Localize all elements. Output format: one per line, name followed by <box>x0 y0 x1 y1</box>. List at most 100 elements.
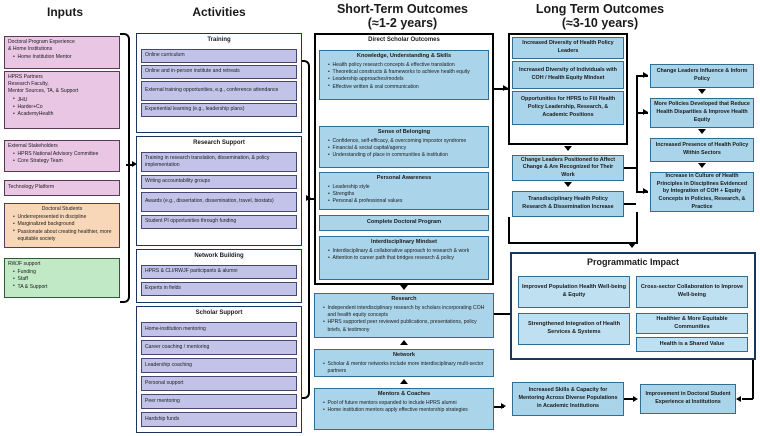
short-term-box-title: Sense of Belonging <box>377 129 431 135</box>
input-title-line: HPRS Partners <box>8 74 43 80</box>
short-term-box-research: Research Independent interdisciplinary r… <box>314 293 494 338</box>
input-bullet: HPRS National Advisory Committee <box>13 151 116 158</box>
activity-item-label: Peer mentoring <box>145 397 180 404</box>
change-leaders-out <box>624 167 636 169</box>
short-term-box-network: Network Scholar & mentor networks includ… <box>314 349 494 377</box>
short-term-box-title: Mentors & Coaches <box>377 391 431 397</box>
feedback-loop-arrow <box>736 396 741 402</box>
long-term-box-title: Opportunities for HPRS to Fill Health Po… <box>520 96 616 118</box>
input-title-line: Research Faculty, <box>8 81 49 88</box>
activity-item: Experiential learning (e.g., leadership … <box>141 103 297 117</box>
activity-item: Career coaching / mentoring <box>141 340 297 355</box>
input-title-line: Doctoral Program Experience <box>8 39 75 45</box>
impact-box-title: Health is a Shared Value <box>659 340 725 347</box>
activity-item-label: Online and in-person institute and retre… <box>145 68 240 75</box>
long-term-box-transdisciplinary-research: Transdisciplinary Health Policy Research… <box>512 191 624 217</box>
activity-item-label: Awards (e.g., dissertation, disseminatio… <box>145 198 274 205</box>
activity-item: Home-institution mentoring <box>141 322 297 337</box>
short-term-box-interdisciplinary-mindset: Interdisciplinary Mindset Interdisciplin… <box>319 236 489 280</box>
feedback-loop-horizontal <box>742 398 753 400</box>
short-term-box-title: Personal Awareness <box>376 175 432 181</box>
activity-group-label-network-building: Network Building <box>194 253 244 259</box>
programmatic-impact-title: Programmatic Impact <box>586 257 680 267</box>
activity-item-label: Training in research translation, dissem… <box>145 154 270 168</box>
column-header-short-term: Short-Term Outcomes (≈1-2 years) <box>305 2 500 31</box>
mentors-to-bottom-arrow <box>501 403 506 409</box>
bottom-box-title: Improvement in Doctoral Student Experien… <box>645 391 731 405</box>
short-term-bullet: Home institution mentors apply effective… <box>323 407 490 414</box>
activity-item: Experts in fields <box>141 282 297 296</box>
activity-item-label: HPRS & CLI/RWJF participants & alumni <box>145 268 238 275</box>
impact-box-improved-population-health: Improved Population Health Well-being & … <box>518 276 630 308</box>
activity-item-label: Leadership coaching <box>145 361 193 368</box>
activity-item: External training opportunities, e.g., c… <box>141 81 297 101</box>
short-term-bullet: Understanding of place in communities & … <box>328 152 485 159</box>
input-bullet: Marginalized background <box>13 221 116 228</box>
bottom-box-title: Increased Skills & Capacity for Mentorin… <box>518 387 618 409</box>
activity-item: Hardship funds <box>141 412 297 427</box>
input-box-technology-platform: Technology Platform <box>4 180 120 196</box>
short-term-bullet: Attention to career path that bridges re… <box>328 255 485 262</box>
short-term-box-personal-awareness: Personal Awareness Leadership style Stre… <box>319 172 489 210</box>
short-term-bullet: Effective written & oral communication <box>328 83 485 90</box>
short-term-box-knowledge: Knowledge, Understanding & Skills Health… <box>319 50 489 100</box>
long-term-box-increased-diversity-leaders: Increased Diversity of Health Policy Lea… <box>512 37 624 59</box>
long-term-box-title: Increased Presence of Health Policy With… <box>655 142 749 156</box>
activity-item: Student PI opportunities through funding <box>141 215 297 229</box>
activity-item: Online curriculum <box>141 49 297 63</box>
long-term-line2: (≈3-10 years) <box>561 16 639 31</box>
activity-item: Personal support <box>141 376 297 391</box>
input-title-line: External Stakeholders <box>8 143 58 149</box>
impact-box-title: Improved Population Health Well-being & … <box>522 284 627 298</box>
short-term-bullet: Scholar & mentor networks include more i… <box>323 361 490 375</box>
direct-to-research-arrow <box>400 285 408 290</box>
activity-item-label: Experts in fields <box>145 285 181 292</box>
input-bullet: Home Institution Mentor <box>13 54 116 61</box>
long-term-box-title: Change Leaders Positioned to Affect Chan… <box>520 156 616 178</box>
long-term-group1-down-arrow <box>564 146 572 151</box>
short-to-long-arrow-top <box>503 85 508 91</box>
inputs-brace-stem <box>126 164 134 166</box>
input-bullet: Funding <box>13 269 116 276</box>
input-title-line: & Home Institutions <box>8 46 53 53</box>
input-bullet: Harder+Co <box>13 104 116 111</box>
activity-item-label: Experiential learning (e.g., leadership … <box>145 106 245 113</box>
long-term-bus-to-policies <box>636 112 648 114</box>
column-header-inputs: Inputs <box>47 5 83 19</box>
short-term-line2: (≈1-2 years) <box>367 16 438 31</box>
short-term-bullet: Confidence, self-efficacy, & overcoming … <box>328 138 485 145</box>
input-box-hprs-partners: HPRS Partners Research Faculty, Mentor S… <box>4 71 120 129</box>
long-term-box-title: Increased Diversity of Individuals with … <box>519 67 617 81</box>
long-term-box-title: Change Leaders Influence & Inform Policy <box>656 68 748 82</box>
activity-item-label: Writing accountability groups <box>145 178 211 185</box>
activities-to-outcomes-arrow <box>306 195 311 201</box>
short-term-bullet: Personal & professional values <box>328 198 485 205</box>
long-term-box-opportunities-hprs: Opportunities for HPRS to Fill Health Po… <box>512 91 624 125</box>
long-term-box-change-leaders-positioned: Change Leaders Positioned to Affect Chan… <box>512 155 624 181</box>
feedback-loop-vertical <box>752 360 754 399</box>
presence-down-arrow <box>698 163 706 168</box>
short-term-bullet: Strengths <box>328 191 485 198</box>
short-term-bullet: Leadership approaches/models <box>328 76 485 83</box>
input-box-doctoral-students: Doctoral Students Underrepresented in di… <box>4 203 120 248</box>
long-term-bus-to-culture <box>636 191 648 193</box>
activity-item: Training in research translation, dissem… <box>141 152 297 172</box>
column-header-activities: Activities <box>192 5 246 19</box>
mentors-to-bottom-link <box>494 406 504 408</box>
change-leaders-down-arrow <box>564 182 572 187</box>
network-to-research-arrow <box>400 340 408 345</box>
long-term-down-bus-h <box>508 242 638 244</box>
activity-item: Leadership coaching <box>141 358 297 373</box>
long-term-box-increased-diversity-coh: Increased Diversity of Individuals with … <box>512 61 624 89</box>
long-term-bus-to-influence <box>636 75 648 77</box>
input-title-line: Mentor Sources, TA, & Support <box>8 88 79 95</box>
impact-box-healthier-communities: Healthier & More Equitable Communities <box>636 313 748 334</box>
short-term-box-title: Research <box>391 296 417 302</box>
arrow-to-influence <box>643 72 648 78</box>
activity-item-label: Hardship funds <box>145 415 180 422</box>
activity-item: Peer mentoring <box>141 394 297 409</box>
bottom-box-improvement-doctoral-experience: Improvement in Doctoral Student Experien… <box>640 384 736 414</box>
input-title-line: Doctoral Students <box>41 206 83 212</box>
to-programmatic-impact-arrow <box>628 243 636 248</box>
short-term-line1: Short-Term Outcomes <box>336 2 469 16</box>
